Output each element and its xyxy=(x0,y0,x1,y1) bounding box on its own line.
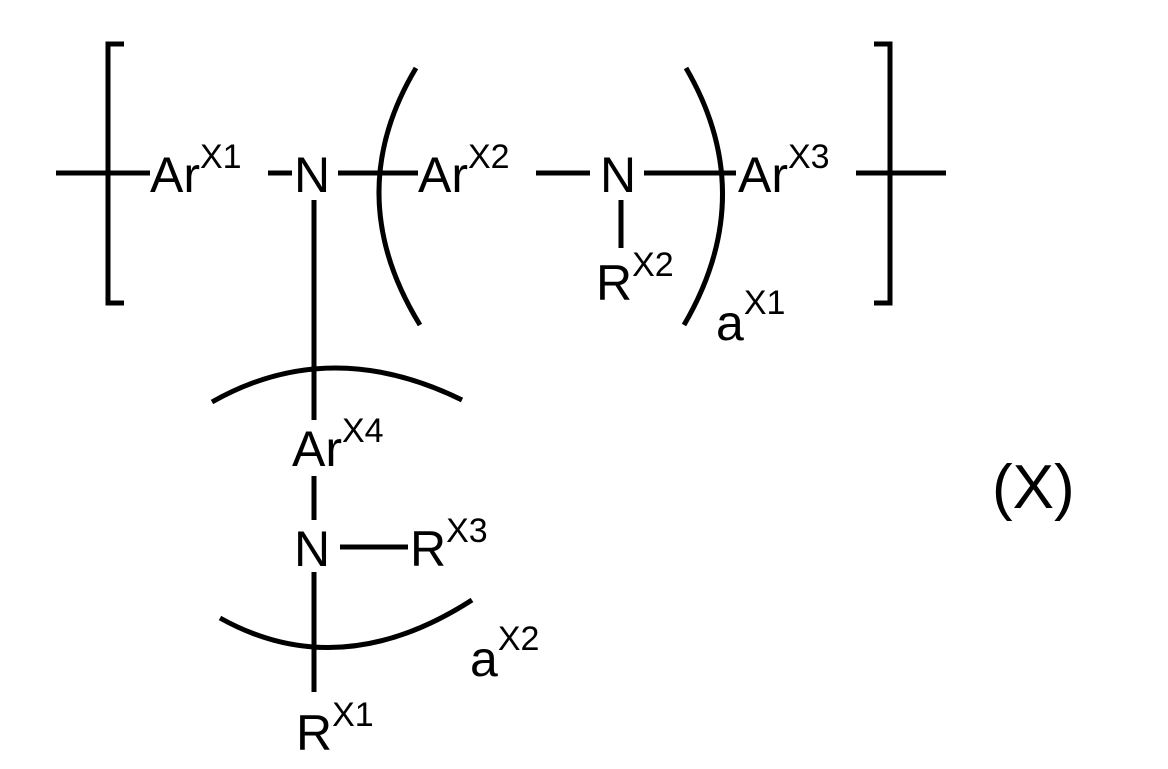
subscript-a-x2: aX2 xyxy=(470,620,539,687)
subscript-a-x1: aX1 xyxy=(716,284,785,351)
atom-n2: N xyxy=(600,147,636,203)
lower-arc xyxy=(220,600,472,648)
atom-ar-x1: ArX1 xyxy=(150,138,242,203)
upper-arc xyxy=(212,368,462,402)
atom-r-x3: RX3 xyxy=(410,512,488,577)
atom-ar-x3: ArX3 xyxy=(738,138,830,203)
atom-n3: N xyxy=(294,521,330,577)
atom-ar-x2: ArX2 xyxy=(418,138,510,203)
atom-n1: N xyxy=(294,147,330,203)
right-round-paren xyxy=(684,68,723,325)
formula-label: (X) xyxy=(992,453,1075,522)
atom-r-x2: RX2 xyxy=(596,246,674,311)
atom-r-x1: RX1 xyxy=(296,696,374,761)
atom-ar-x4: ArX4 xyxy=(292,412,384,477)
left-round-paren xyxy=(379,68,420,325)
